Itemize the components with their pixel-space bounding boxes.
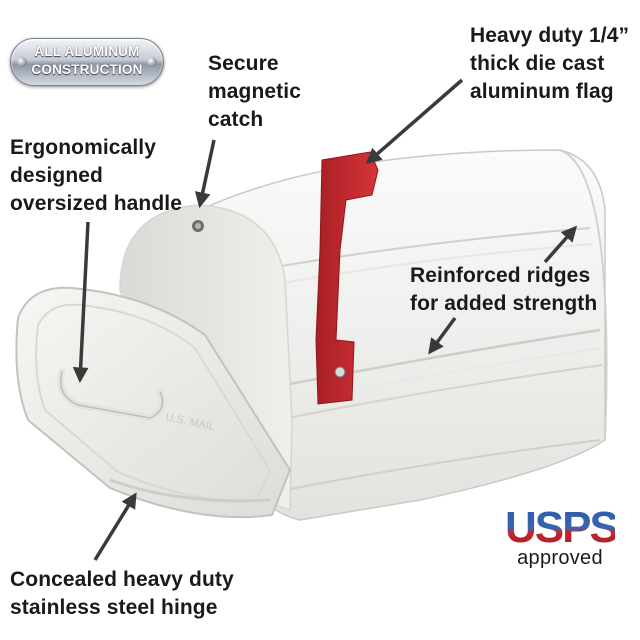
callout-magnetic-catch: Secure magnetic catch [208,50,301,134]
hinge-arrow [93,492,137,561]
rivet-icon [147,57,157,67]
callout-flag: Heavy duty 1/4” thick die cast aluminum … [470,22,629,106]
callout-hinge: Concealed heavy duty stainless steel hin… [10,566,234,622]
badge-line-2: CONSTRUCTION [31,62,143,77]
ridges-side-arrow [428,316,457,355]
callout-line: designed [10,164,103,187]
callout-line: catch [208,108,264,131]
callout-line: Secure [208,52,279,75]
aluminum-construction-badge: ALL ALUMINUM CONSTRUCTION [10,38,164,86]
callout-line: magnetic [208,80,301,103]
callout-ridges: Reinforced ridges for added strength [410,262,597,318]
mailbox-flag [315,151,379,405]
callout-arrows [72,78,578,561]
usps-approved-text: approved [517,547,603,569]
callout-line: thick die cast [470,52,605,75]
callout-line: Heavy duty 1/4” [470,24,630,47]
badge-text: ALL ALUMINUM CONSTRUCTION [31,43,143,79]
handle-arrow [72,221,90,384]
callout-line: aluminum flag [470,80,614,103]
mailbox-door: U.S. MAIL [15,286,292,519]
callout-line: Concealed heavy duty [10,568,234,591]
rivet-icon [17,57,27,67]
callout-line: Reinforced ridges [410,264,591,287]
callout-line: for added strength [410,292,598,315]
flag-arrow [365,78,464,165]
mailbox-body [198,149,608,521]
callout-line: Ergonomically [10,136,157,159]
catch-arrow [194,139,216,209]
usps-mark: USPS [505,503,619,552]
callout-handle: Ergonomically designed oversized handle [10,134,182,218]
callout-line: oversized handle [10,192,182,215]
callout-line: stainless steel hinge [10,596,218,619]
ridges-top-arrow [543,225,578,264]
badge-line-1: ALL ALUMINUM [34,44,140,59]
usps-approved-logo: USPS approved [505,503,619,569]
